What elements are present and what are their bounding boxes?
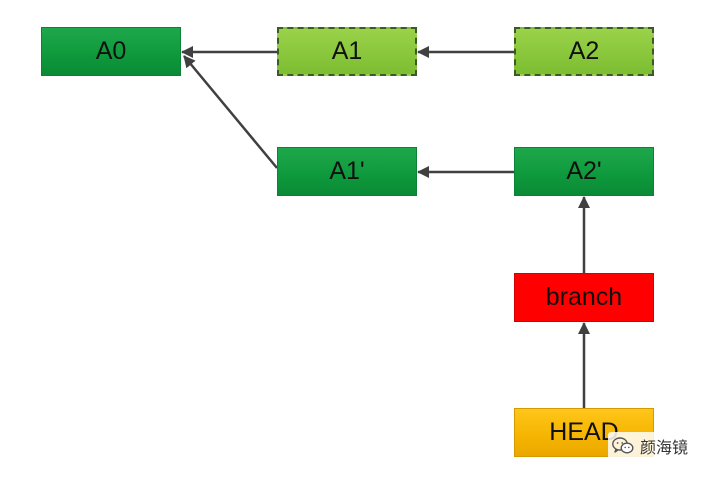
commit-a1-prime: A1' bbox=[277, 147, 417, 196]
commit-a2-prime-label: A2' bbox=[566, 157, 602, 185]
head-ref-label: HEAD bbox=[549, 418, 619, 446]
watermark: 颜海镜 bbox=[607, 432, 692, 460]
commit-a2-orphaned: A2 bbox=[514, 27, 654, 76]
wechat-icon bbox=[612, 437, 634, 454]
commit-a2-prime: A2' bbox=[514, 147, 654, 196]
watermark-text: 颜海镜 bbox=[639, 438, 688, 457]
branch-ref-label: branch bbox=[545, 283, 623, 311]
arrow-a1prime-to-a0 bbox=[183, 55, 278, 169]
commit-a1-label: A1 bbox=[331, 37, 363, 65]
commit-a1-orphaned: A1 bbox=[277, 27, 417, 76]
commit-a0: A0 bbox=[41, 27, 181, 76]
commit-a2-label: A2 bbox=[568, 37, 600, 65]
branch-ref: branch bbox=[514, 273, 654, 322]
commit-a1-prime-label: A1' bbox=[329, 157, 365, 185]
commit-a0-label: A0 bbox=[95, 37, 127, 65]
